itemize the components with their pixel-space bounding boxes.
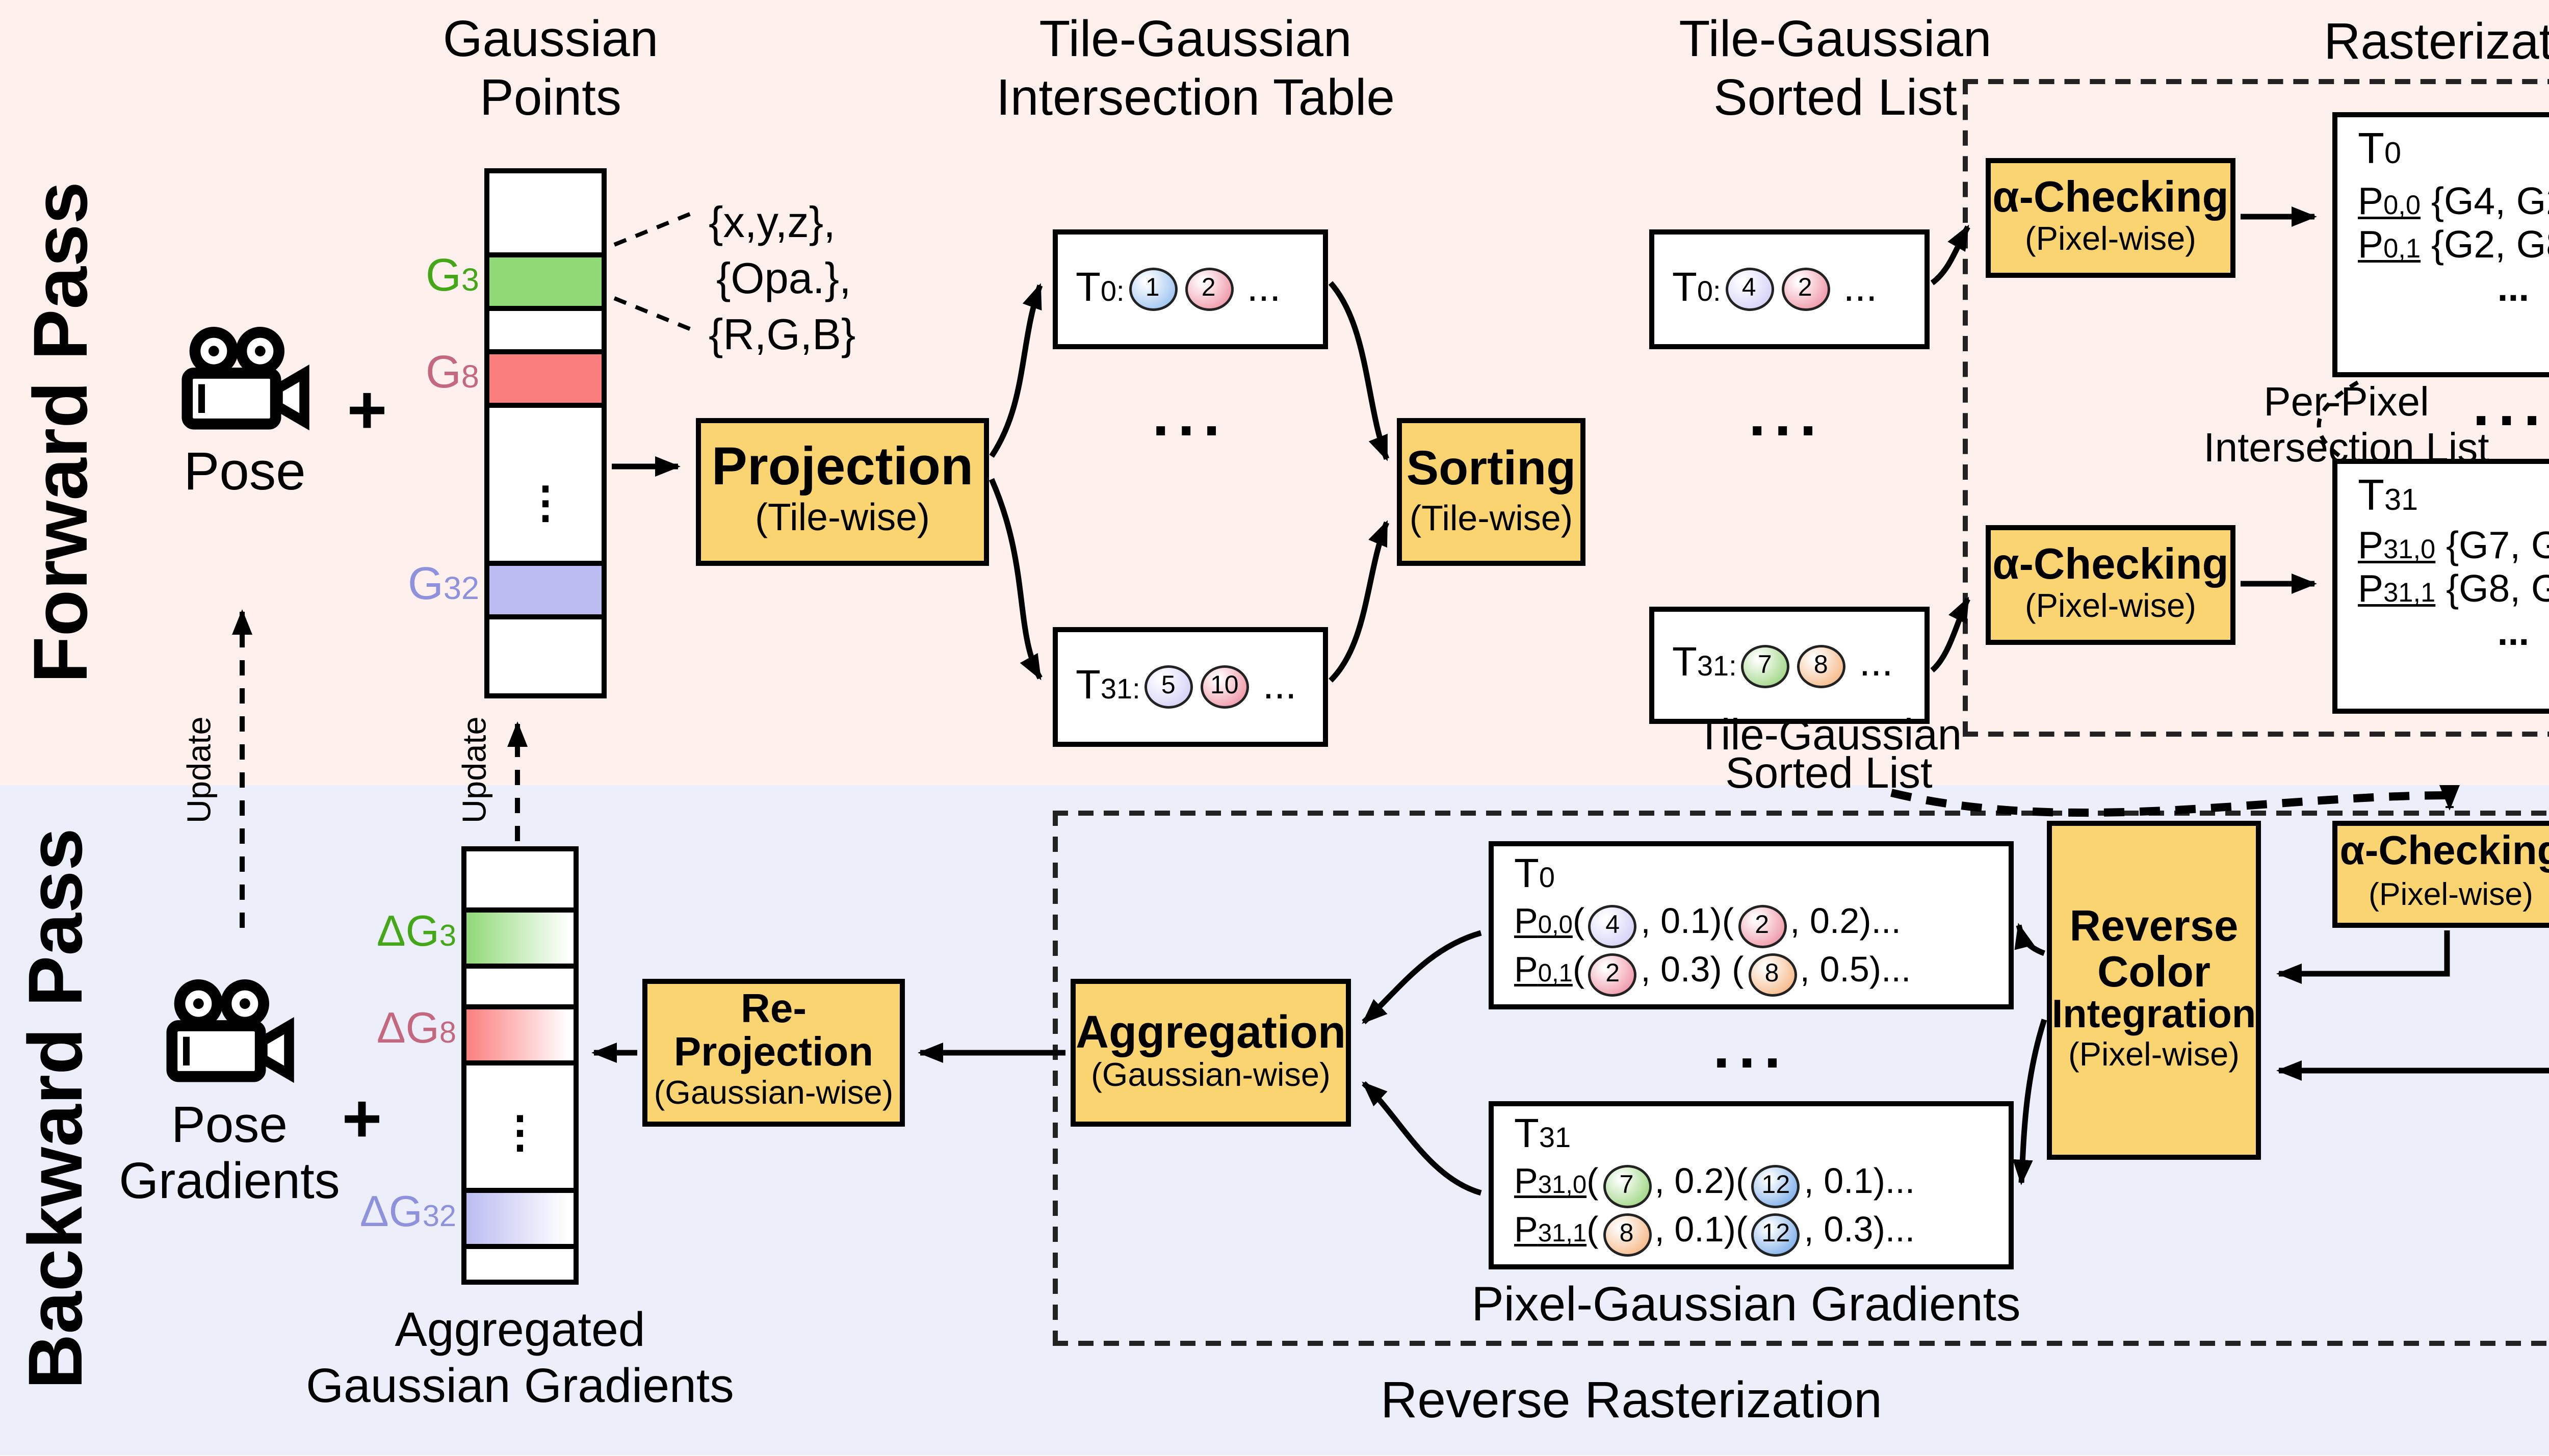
aggregated-gradients-column: ⋮ [461, 846, 579, 1285]
intersection-table-ellipsis: ··· [1152, 398, 1229, 466]
gradient-list-t0: T0 P0,0(4, 0.1)(2, 0.2)... P0,1(2, 0.3) … [1489, 841, 2014, 1009]
gaussian-id-chip: 4 [1725, 268, 1774, 311]
pixel-row: P0,1 {G2, G8, ...} [2358, 224, 2549, 268]
pixel-row: P0,0 {G4, G2, ...} [2358, 181, 2549, 224]
pose-gradients-label: Pose Gradients [119, 1099, 340, 1211]
plus-sign-backward: + [342, 1079, 382, 1156]
gaussian-id-chip: 4 [1588, 905, 1637, 948]
gaussian-id-chip: 7 [1602, 1165, 1651, 1208]
dg32-label: ΔG32 [359, 1188, 456, 1236]
reverse-rasterization-label: Reverse Rasterization [1381, 1374, 1882, 1430]
gradient-list-t31: T31 P31,0(7, 0.2)(12, 0.1)... P31,1(8, 0… [1489, 1101, 2014, 1269]
gaussian-id-chip: 8 [1602, 1213, 1651, 1257]
sorted-list-ellipsis: ··· [1749, 398, 1825, 466]
alpha-checking-backward-box: α-Checking (Pixel-wise) [2332, 821, 2549, 928]
sorted-row-t0: T0: 4 2 ... [1649, 229, 1930, 349]
gaussian-column-vdots: ⋮ [524, 479, 567, 528]
rasterization-title: Rasterization [2324, 15, 2549, 71]
intersection-row-t31: T31: 5 10 ... [1053, 627, 1328, 747]
alpha-checking-bottom-box: α-Checking (Pixel-wise) [1986, 525, 2235, 645]
pixel-list-t0: T0 P0,0 {G4, G2, ...} P0,1 {G2, G8, ...}… [2332, 112, 2549, 377]
dg3-label: ΔG3 [376, 907, 456, 956]
grad-column-vdots: ⋮ [498, 1109, 542, 1157]
intersection-table-title: Tile-Gaussian Intersection Table [996, 13, 1395, 127]
reverse-rasterization-region [1053, 811, 2549, 1346]
gaussian-id-chip: 2 [1184, 268, 1233, 311]
intersection-row-t0: T0: 1 2 ... [1053, 229, 1328, 349]
g32-label: G32 [407, 558, 479, 609]
pixel-gaussian-gradients-caption: Pixel-Gaussian Gradients [1471, 1280, 2021, 1333]
pixel-row: P31,0 {G7, G12, ...} [2358, 525, 2549, 568]
grad-row-dg32 [466, 1188, 574, 1249]
gaussian-id-chip: 2 [1588, 953, 1637, 997]
gaussian-id-chip: 8 [1797, 643, 1845, 687]
grad-row-dg3 [466, 907, 574, 969]
g8-label: G8 [425, 347, 479, 398]
gaussian-row-g32 [489, 561, 602, 619]
sorting-box: Sorting (Tile-wise) [1397, 418, 1585, 566]
reverse-color-integration-box: Reverse Color Integration (Pixel-wise) [2047, 821, 2261, 1160]
gradient-row: P31,1(8, 0.1)(12, 0.3)... [1514, 1208, 1988, 1257]
backward-pass-label: Backward Pass [15, 828, 99, 1390]
forward-pass-label: Forward Pass [20, 183, 105, 684]
gaussian-points-title: Gaussian Points [443, 13, 659, 127]
gaussian-id-chip: 5 [1144, 665, 1193, 709]
gradient-row: P31,0(7, 0.2)(12, 0.1)... [1514, 1160, 1988, 1208]
update-label-pose: Update [179, 716, 218, 823]
gradient-row: P0,0(4, 0.1)(2, 0.2)... [1514, 900, 1988, 948]
update-label-points: Update [455, 716, 493, 823]
grad-row-dg8 [466, 1004, 574, 1065]
gradient-row: P0,1(2, 0.3) (8, 0.5)... [1514, 948, 1988, 997]
alpha-checking-top-box: α-Checking (Pixel-wise) [1986, 158, 2235, 278]
gaussian-id-chip: 2 [1737, 905, 1786, 948]
g3-label: G3 [425, 250, 479, 301]
aggregation-box: Aggregation (Gaussian-wise) [1071, 979, 1351, 1127]
sorted-list-sublabel: Tile-Gaussian Sorted List [1696, 711, 1962, 798]
camera-icon [178, 321, 311, 438]
pixel-row: P31,1 {G8, G12, ...} [2358, 568, 2549, 612]
aggregated-gradients-caption: Aggregated Gaussian Gradients [306, 1305, 734, 1415]
pixel-list-t31: T31 P31,0 {G7, G12, ...} P31,1 {G8, G12,… [2332, 459, 2549, 714]
pose-label: Pose [184, 444, 306, 502]
gaussian-id-chip: 7 [1740, 643, 1789, 687]
gaussian-id-chip: 1 [1128, 268, 1177, 311]
sorted-row-t31: T31: 7 8 ... [1649, 607, 1930, 724]
rasterization-ellipsis: ··· [2473, 387, 2549, 456]
gaussian-id-chip: 10 [1200, 665, 1249, 709]
gaussian-id-chip: 12 [1751, 1165, 1800, 1208]
gaussian-row-g3 [489, 252, 602, 311]
dg8-label: ΔG8 [376, 1004, 456, 1053]
gradient-list-ellipsis: ··· [1713, 1030, 1789, 1099]
reprojection-box: Re-Projection (Gaussian-wise) [642, 979, 905, 1127]
rasterization-region [1963, 79, 2549, 737]
gaussian-attributes: {x,y,z}, {Opa.}, {R,G,B} [709, 199, 856, 359]
gaussian-points-column: ⋮ [484, 168, 607, 698]
gaussian-id-chip: 12 [1751, 1213, 1800, 1257]
gaussian-id-chip: 8 [1748, 953, 1797, 997]
sorted-list-title: Tile-Gaussian Sorted List [1679, 13, 1992, 127]
gaussian-row-g8 [489, 349, 602, 408]
gaussian-id-chip: 2 [1781, 268, 1830, 311]
projection-box: Projection (Tile-wise) [696, 418, 989, 566]
camera-icon-backward [163, 974, 296, 1091]
plus-sign-forward: + [347, 371, 387, 448]
